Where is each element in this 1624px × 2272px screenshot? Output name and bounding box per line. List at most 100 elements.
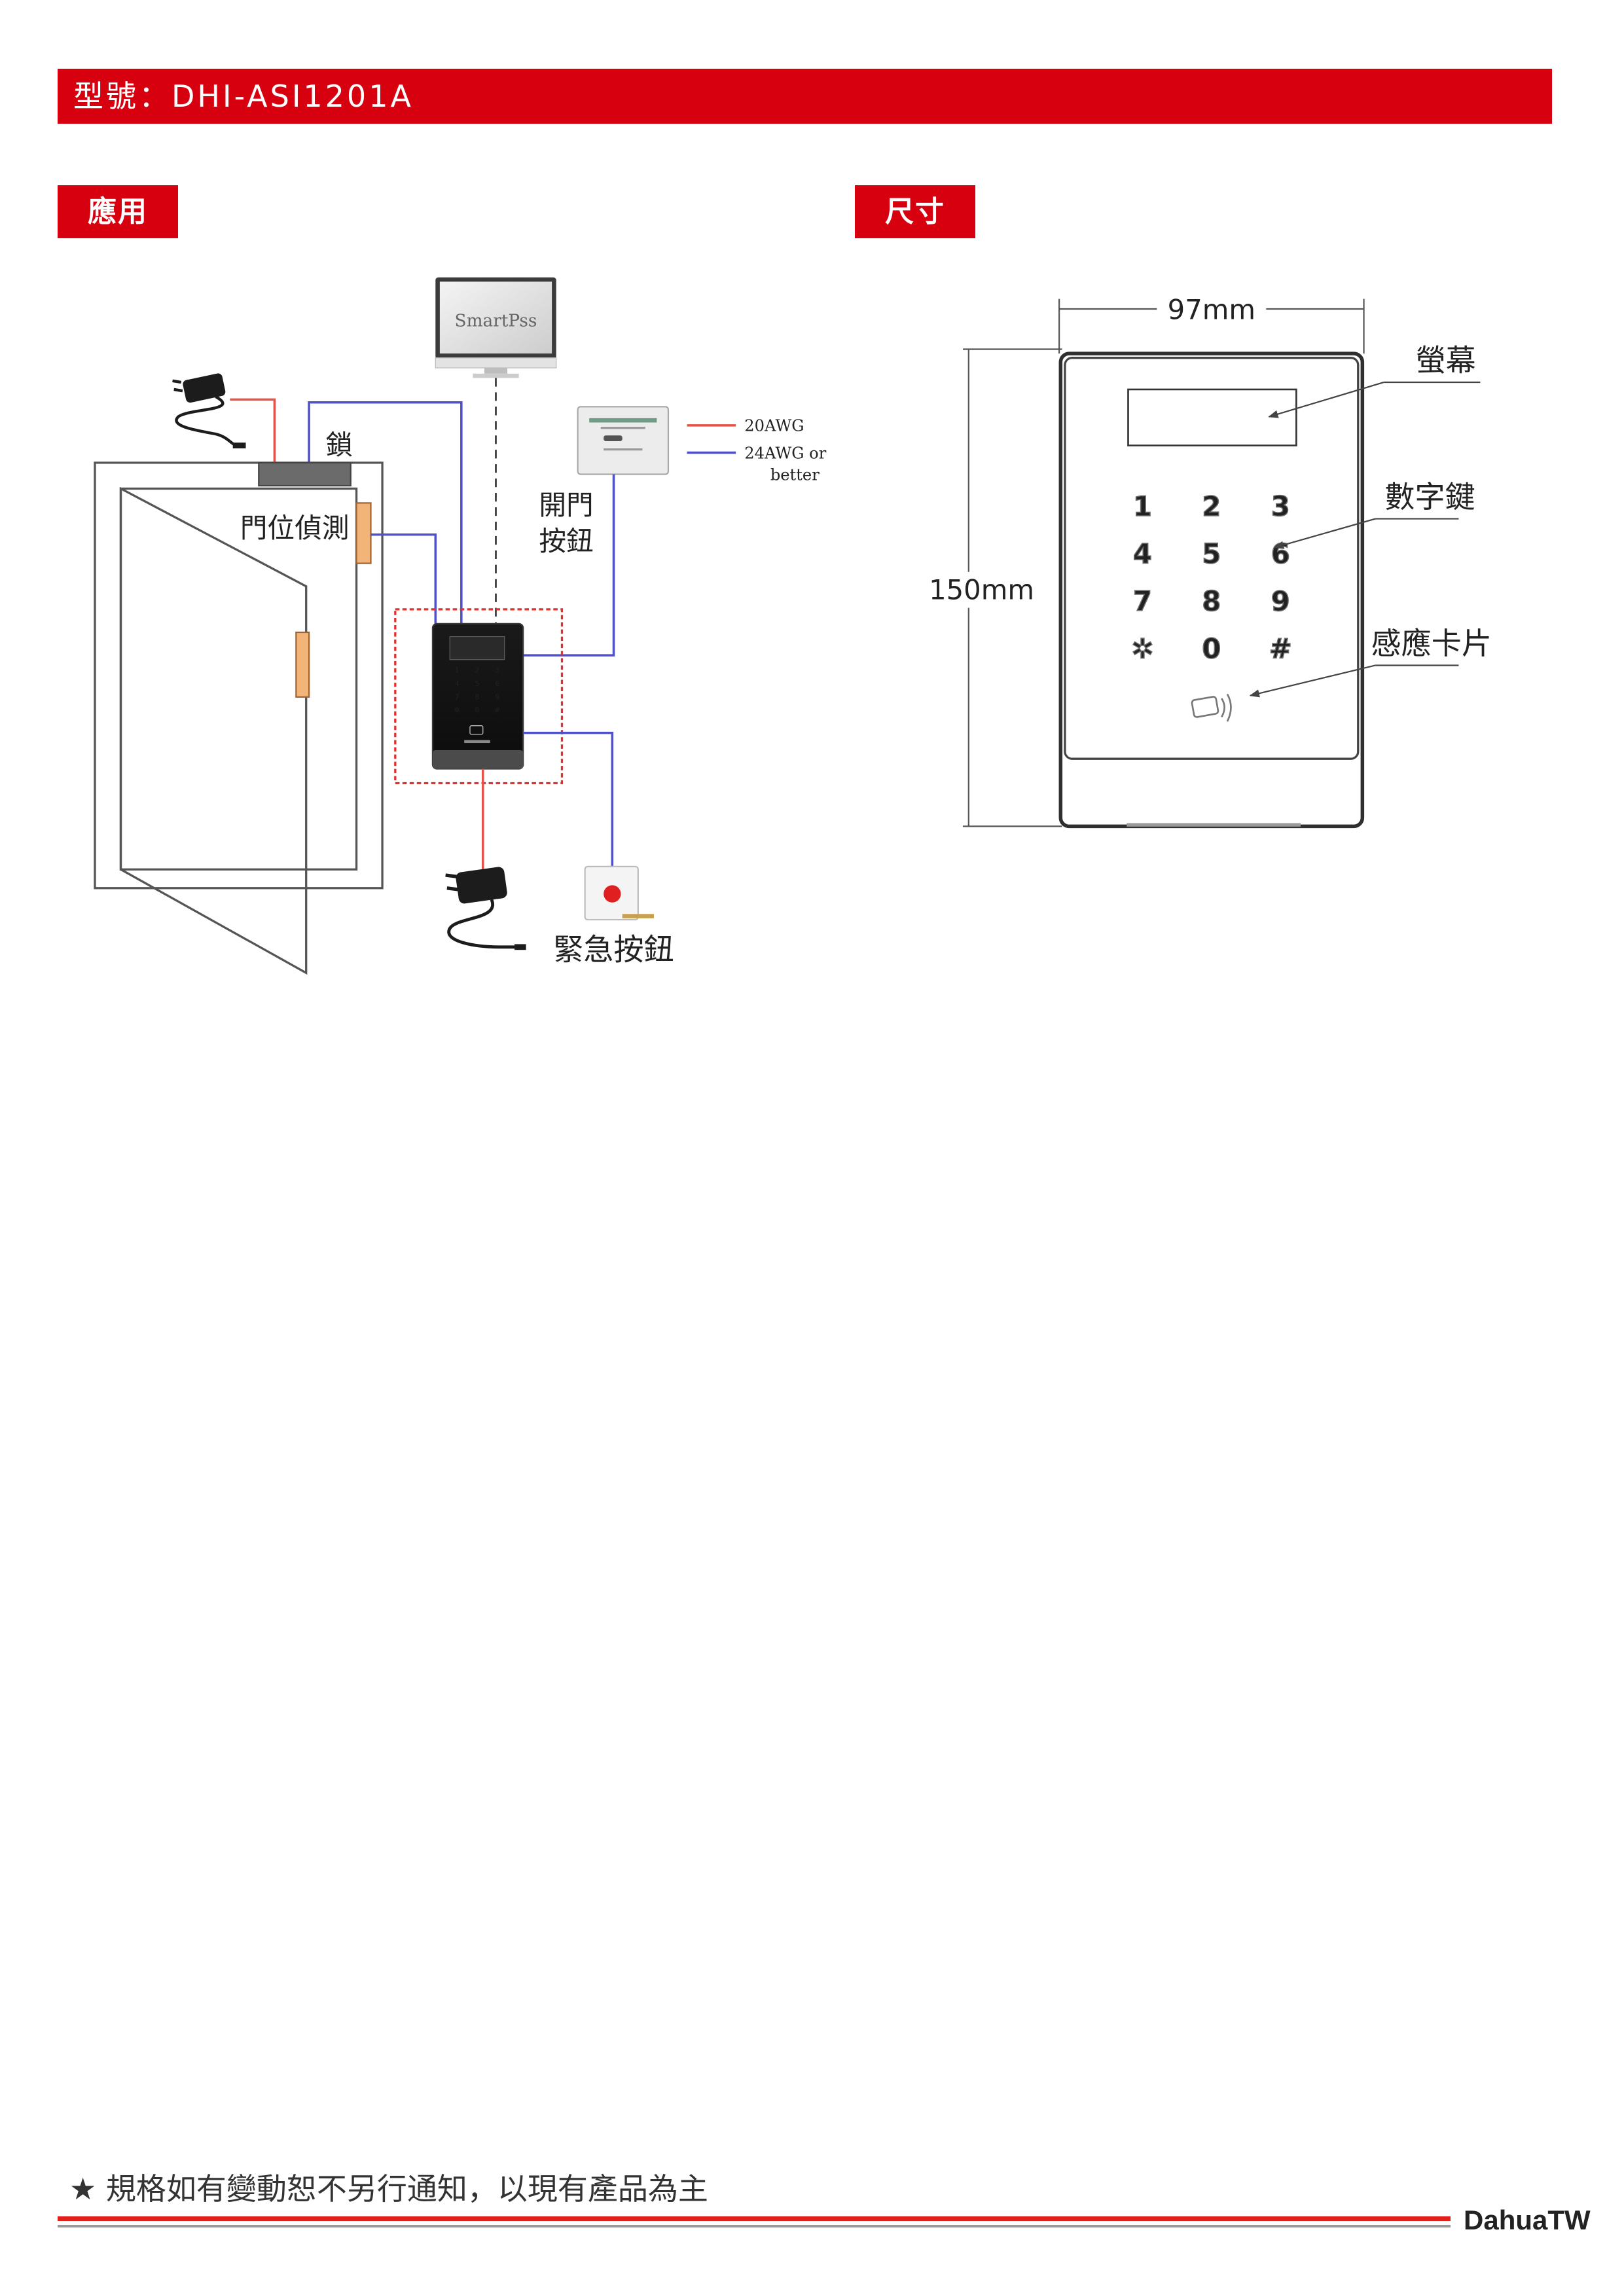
adapter-prong xyxy=(173,388,183,393)
device-front-panel xyxy=(1064,357,1360,760)
signal-wire-lock xyxy=(308,401,463,624)
model-title: 型號：DHI-ASI1201A xyxy=(73,79,414,114)
exit-button-key xyxy=(604,435,623,442)
callout-card-reader: 感應卡片 xyxy=(1249,626,1492,698)
adapter-plug xyxy=(514,944,526,950)
keypad-key: 3 xyxy=(495,666,499,674)
signal-wire-exit-button xyxy=(523,474,615,657)
footer-disclaimer: ★ 規格如有變動恕不另行通知，以現有產品為主 xyxy=(69,2171,708,2207)
callout-leader xyxy=(1249,664,1376,698)
keypad-key: 2 xyxy=(475,666,479,674)
card-reader-icon xyxy=(1191,693,1232,722)
exit-button-plate xyxy=(577,406,670,475)
monitor-stand xyxy=(484,368,508,374)
height-dimension-label: 150mm xyxy=(929,574,1034,606)
exit-button-label-line2: 按鈕 xyxy=(539,525,593,557)
footer-divider-red xyxy=(58,2216,1451,2221)
keypad-key: 7 xyxy=(455,693,460,701)
keypad-key: # xyxy=(494,706,500,715)
callout-leader xyxy=(1273,518,1376,549)
legend-label-signal: 24AWG or xyxy=(744,444,826,462)
wire-legend: 20AWG 24AWG or better xyxy=(687,417,827,484)
keypad-key: 5 xyxy=(1202,538,1221,570)
adapter-prong xyxy=(172,379,182,384)
nfc-wave xyxy=(1226,693,1232,722)
exit-button-label-line1: 開門 xyxy=(539,489,593,521)
application-diagram: SmartPss 鎖 xyxy=(94,277,827,975)
keypad-key: 7 xyxy=(1133,585,1152,617)
door-frame-outer xyxy=(94,461,384,890)
keypad-key: 9 xyxy=(1271,585,1290,617)
legend-label-power: 20AWG xyxy=(744,417,804,435)
keypad-key: 5 xyxy=(475,679,479,688)
adapter-cable xyxy=(447,899,518,949)
exit-button-icon xyxy=(577,406,670,475)
keypad-key: 8 xyxy=(1202,585,1221,617)
keypad-key: # xyxy=(1269,633,1292,665)
keypad-key: 8 xyxy=(475,693,479,701)
reader-card-zone xyxy=(469,725,484,735)
electric-lock xyxy=(258,461,352,487)
exit-button-text-line xyxy=(604,448,643,451)
width-dimension-label: 97mm xyxy=(1168,293,1255,325)
adapter-body xyxy=(456,867,507,904)
callout-card-reader-label: 感應卡片 xyxy=(1371,626,1492,661)
monitor-icon: SmartPss xyxy=(435,277,557,378)
door-sensor-label: 門位偵測 xyxy=(240,512,350,544)
reader-screen xyxy=(449,636,505,660)
emergency-button-connector xyxy=(622,914,655,918)
footer-divider-gray xyxy=(58,2225,1451,2227)
keypad-key: 2 xyxy=(1202,490,1221,522)
keypad-key: ✲ xyxy=(454,706,460,715)
keypad-key: 0 xyxy=(1202,633,1221,665)
adapter-cable xyxy=(175,395,237,447)
reader-bottom-strip xyxy=(432,750,524,769)
power-wire-lock xyxy=(230,398,276,463)
adapter-prong xyxy=(446,886,459,892)
emergency-button-icon xyxy=(584,865,655,921)
software-label: SmartPss xyxy=(455,311,537,331)
lock-label: 鎖 xyxy=(325,429,353,461)
emergency-button-knob xyxy=(604,885,621,903)
keypad-key: 0 xyxy=(475,706,479,715)
section-tag-application: 應用 xyxy=(58,185,178,238)
power-adapter-icon xyxy=(172,373,246,448)
door-frame-inner xyxy=(119,487,358,871)
emergency-button-label: 緊急按鈕 xyxy=(553,932,674,967)
keypad-key: 3 xyxy=(1271,490,1290,522)
card-shape xyxy=(1191,696,1219,718)
model-header-bar: 型號：DHI-ASI1201A xyxy=(58,69,1552,124)
exit-button-strip xyxy=(589,418,657,423)
monitor-base xyxy=(473,373,519,378)
power-adapter-icon xyxy=(445,867,526,950)
keypad-key: 4 xyxy=(455,679,460,688)
door-sensor xyxy=(355,502,372,564)
monitor-chin xyxy=(435,357,557,369)
keypad-key: ✲ xyxy=(1131,633,1154,665)
access-reader-icon: 1 2 3 4 5 6 7 8 9 ✲ 0 # xyxy=(431,622,524,770)
adapter-prong xyxy=(445,873,458,878)
keypad-key: 6 xyxy=(495,679,499,688)
monitor-screen xyxy=(439,281,552,354)
nfc-wave xyxy=(1221,698,1225,718)
signal-wire-emergency xyxy=(523,731,614,867)
callout-screen-label: 螢幕 xyxy=(1416,342,1476,378)
callout-keypad-label: 數字鍵 xyxy=(1384,479,1475,514)
door-leaf xyxy=(119,486,308,975)
adapter-plug xyxy=(232,442,246,448)
callout-screen: 螢幕 xyxy=(1268,342,1481,418)
footer-brand: DahuaTW xyxy=(1464,2205,1591,2235)
keypad-key: 1 xyxy=(455,666,460,674)
signal-wire-door-sensor xyxy=(370,533,437,624)
adapter-body xyxy=(183,373,226,403)
keypad-key: 4 xyxy=(1133,538,1152,570)
legend-label-signal-cont: better xyxy=(770,465,820,484)
callout-leader xyxy=(1268,381,1384,418)
door-handle xyxy=(295,631,310,698)
keypad-key: 6 xyxy=(1271,538,1290,570)
keypad-key: 9 xyxy=(495,693,499,701)
reader-highlight-box xyxy=(394,608,564,785)
